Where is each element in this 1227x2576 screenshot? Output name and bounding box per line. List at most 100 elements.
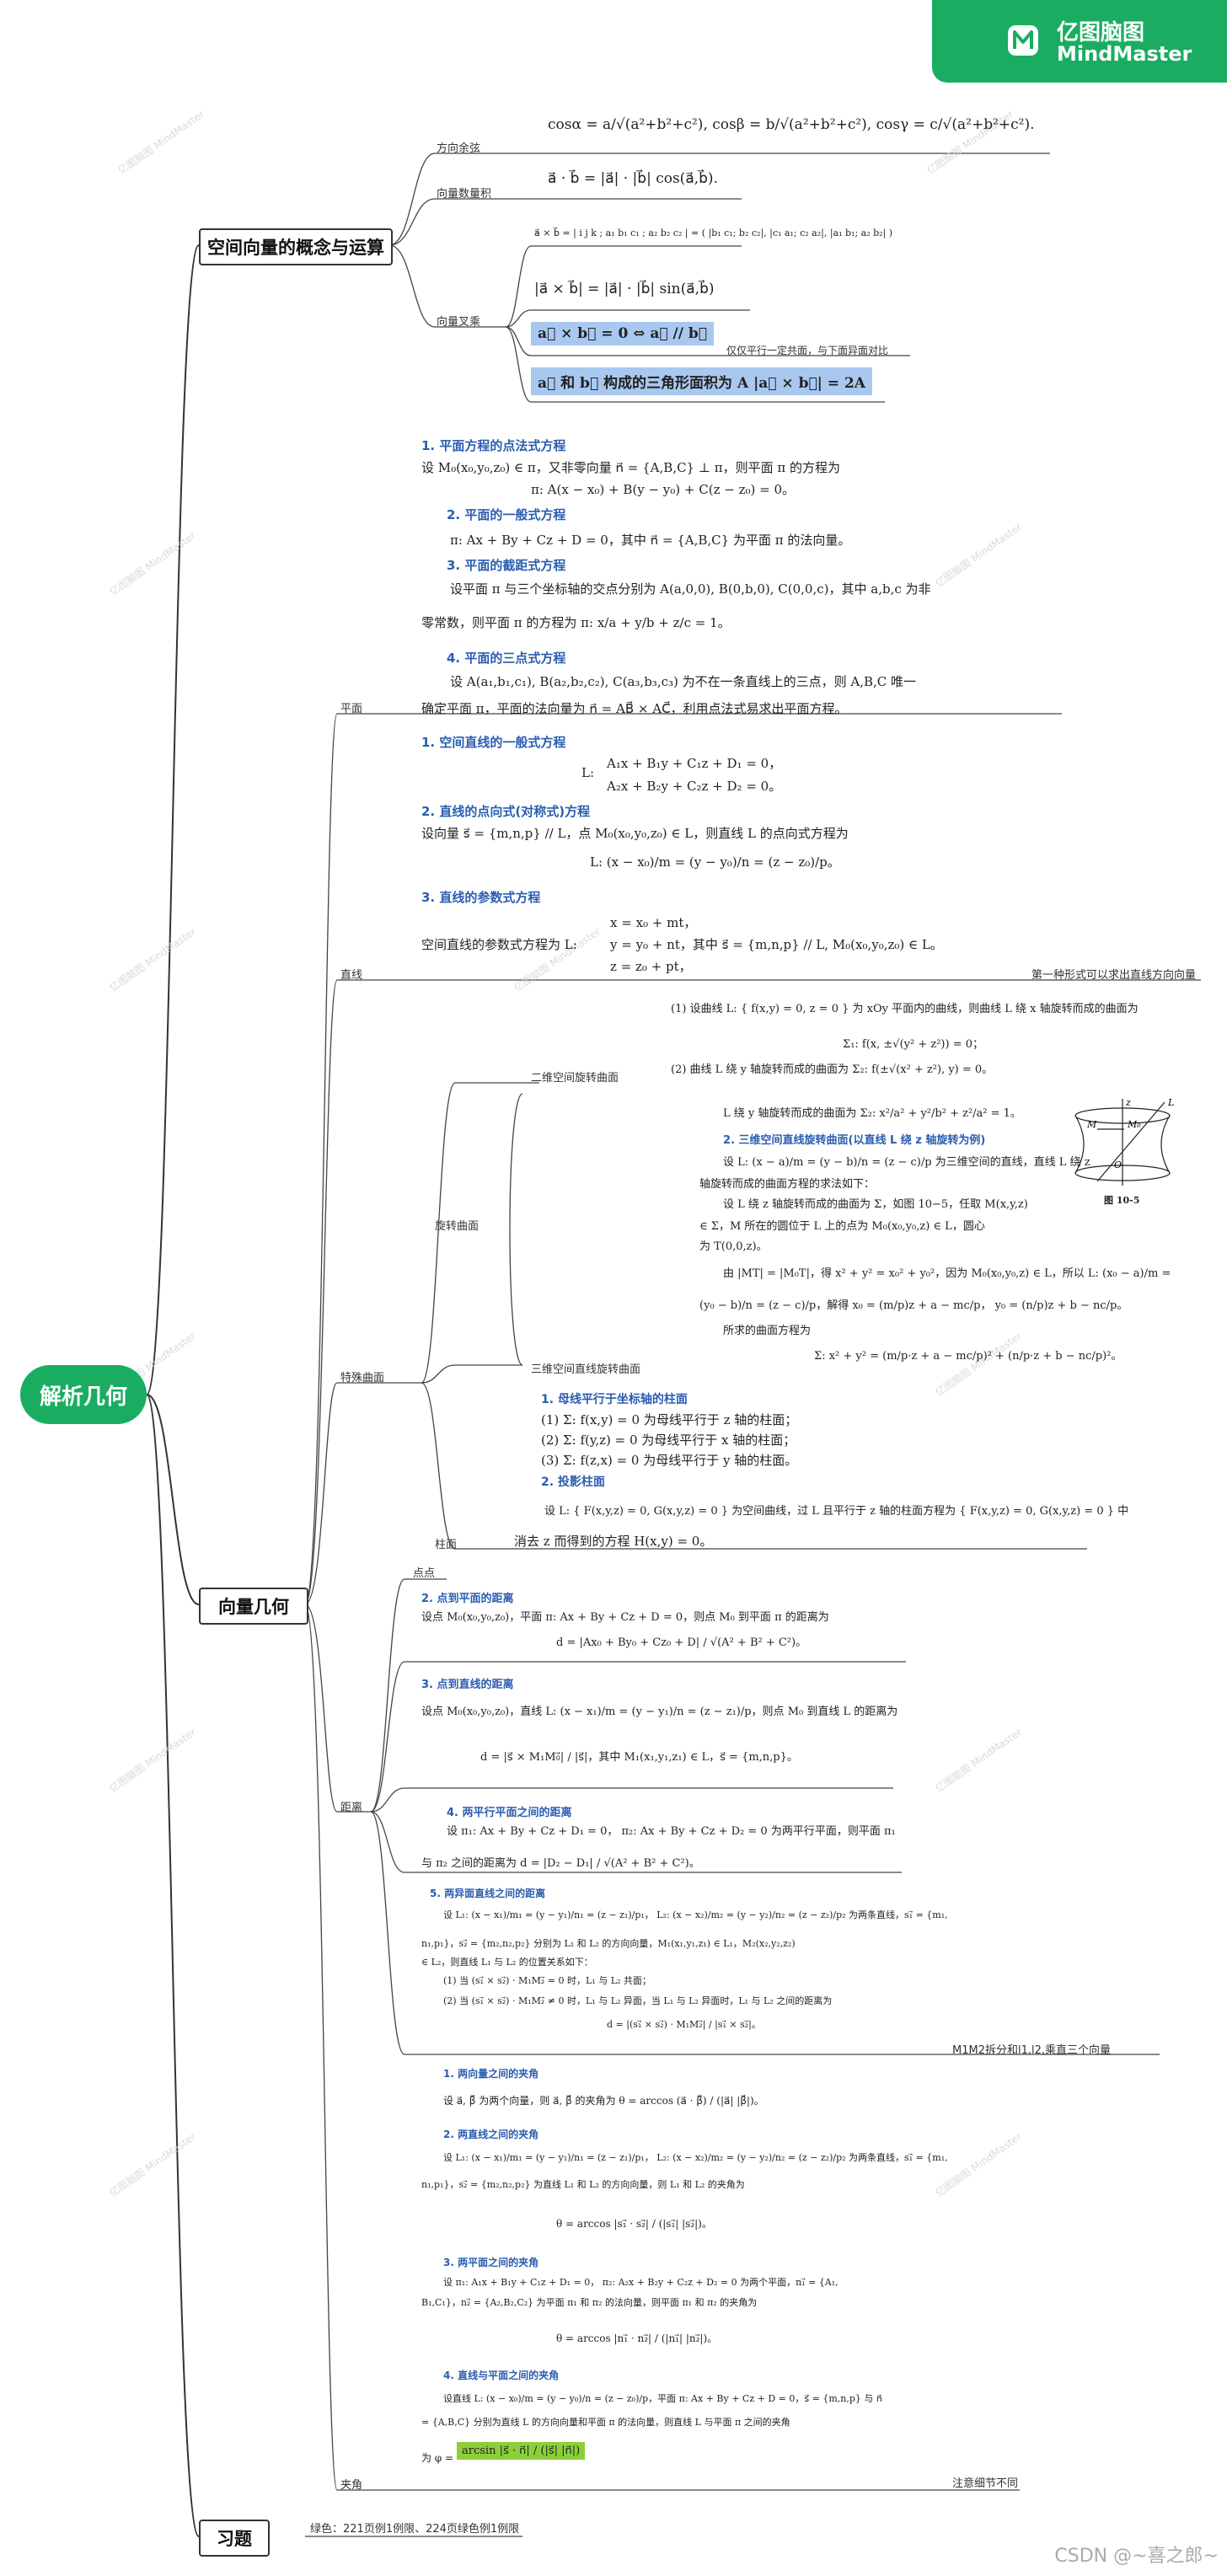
rot3d-text-4: ∈ Σ，M 所在的圆位于 L 上的点为 M₀(x₀,y₀,z) ∈ L，圆心 [699,1217,985,1233]
dist-text-4b: 与 π₂ 之间的距离为 d = |D₂ − D₁| / √(A² + B² + … [421,1854,700,1870]
cyl-text-4: 设 L: { F(x,y,z) = 0, G(x,y,z) = 0 } 为空间曲… [544,1502,1128,1518]
distance-point-point[interactable]: 点点 [413,1564,435,1580]
angle-text-2b: n₁,p₁}，s₂⃗ = {m₂,n₂,p₂} 为直线 L₁ 和 L₂ 的方向向… [421,2177,745,2191]
subtopic-cylinder[interactable]: 柱面 [435,1535,457,1551]
plane-text-2: π: Ax + By + Cz + D = 0，其中 n⃗ = {A,B,C} … [450,531,850,549]
line-heading-2: 2. 直线的点向式(对称式)方程 [421,802,590,820]
brand-banner: 亿图脑图 MindMaster [932,0,1227,83]
cyl-text-1: (1) Σ: f(x,y) = 0 为母线平行于 z 轴的柱面； [541,1411,797,1428]
plane-text-4a: 设 A(a₁,b₁,c₁), B(a₂,b₂,c₂), C(a₃,b₃,c₃) … [450,672,916,690]
footer-credit: CSDN @~喜之郎~ [1054,2541,1219,2568]
rot-text-1b: Σ₁: f(x, ±√(y² + z²)) = 0； [843,1035,983,1051]
distance-note: M1M2拆分和l1,l2,乘直三个向量 [952,2041,1111,2057]
plane-text-3b: 零常数，则平面 π 的方程为 π: x/a + y/b + z/c = 1。 [421,613,731,631]
brand-name-en: MindMaster [1057,42,1192,66]
rot-text-1a: (1) 设曲线 L: { f(x,y) = 0, z = 0 } 为 xOy 平… [671,999,1139,1015]
cross-zero-note: 仅仅平行一定共面，与下面异面对比 [726,343,888,357]
dist-heading-2: 2. 点到平面的距离 [421,1589,514,1605]
formula-cross-determinant: a⃗ × b⃗ = | i j k ; a₁ b₁ c₁ ; a₂ b₂ c₂ … [534,228,892,238]
formula-cross-norm: |a⃗ × b⃗| = |a⃗| · |b⃗| sin(a⃗,b⃗) [534,281,715,297]
rot3d-text-8: 所求的曲面方程为 [723,1321,811,1337]
subtopic-rotation-surface[interactable]: 旋转曲面 [435,1217,479,1233]
rot-text-1c: (2) 曲线 L 绕 y 轴旋转而成的曲面为 Σ₂: f(±√(x² + z²)… [671,1060,993,1076]
plane-text-3a: 设平面 π 与三个坐标轴的交点分别为 A(a,0,0), B(0,b,0), C… [450,580,931,597]
dist-text-5a: 设 L₁: (x − x₁)/m₁ = (y − y₁)/n₁ = (z − z… [443,1908,948,1921]
cyl-heading-1: 1. 母线平行于坐标轴的柱面 [541,1390,688,1407]
subtopic-plane[interactable]: 平面 [340,699,362,715]
subtopic-line[interactable]: 直线 [340,966,362,982]
line-text-1b: A₂x + B₂y + C₂z + D₂ = 0。 [607,777,781,795]
figure-caption: 图 10-5 [1104,1193,1139,1207]
subtopic-angle[interactable]: 夹角 [340,2476,362,2492]
formula-dot-product: a⃗ · b⃗ = |a⃗| · |b⃗| cos(a⃗,b⃗). [548,170,718,187]
subtopic-direction-cosine[interactable]: 方向余弦 [437,139,480,155]
rot3d-text-7: (y₀ − b)/n = (z − c)/p，解得 x₀ = (m/p)z + … [699,1296,1128,1312]
mindmaster-logo-icon [1006,24,1040,57]
rot3d-text-6: 由 |MT| = |M₀T|，得 x² + y² = x₀² + y₀²，因为 … [723,1264,1171,1280]
topic-exercises[interactable]: 习题 [199,2520,270,2557]
angle-text-4b: = {A,B,C} 分别为直线 L 的方向向量和平面 π 的法向量，则直线 L … [421,2415,790,2429]
plane-text-1b: π: A(x − x₀) + B(y − y₀) + C(z − z₀) = 0… [531,480,795,498]
angle-heading-4: 4. 直线与平面之间的夹角 [443,2368,559,2382]
rot3d-text-1: 设 L: (x − a)/m = (y − b)/n = (z − c)/p 为… [723,1153,1090,1169]
dist-text-5f: d = |(s₁⃗ × s₂⃗) · M₁M₂⃗| / |s₁⃗ × s₂⃗|。 [607,2017,761,2031]
dist-heading-4: 4. 两平行平面之间的距离 [447,1803,572,1819]
angle-text-2c: θ = arccos |s₁⃗ · s₂⃗| / (|s₁⃗| |s₂⃗|)。 [556,2216,712,2231]
dist-text-5e: (2) 当 (s₁⃗ × s₂⃗) · M₁M₂⃗ ≠ 0 时，L₁ 与 L₂ … [443,1994,832,2007]
angle-text-2a: 设 L₁: (x − x₁)/m₁ = (y − y₁)/n₁ = (z − z… [443,2150,948,2164]
cyl-text-5: 消去 z 而得到的方程 H(x,y) = 0。 [514,1532,712,1550]
angle-heading-1: 1. 两向量之间的夹角 [443,2066,538,2081]
subtopic-special-surfaces[interactable]: 特殊曲面 [340,1368,384,1384]
angle-formula-highlight: arcsin |s⃗ · n⃗| / (|s⃗| |n⃗|) [457,2442,585,2460]
subtopic-rotation-3d[interactable]: 三维空间直线旋转曲面 [531,1360,640,1376]
line-label-L: L: [581,765,594,780]
fig-label: M [1086,1119,1097,1130]
cyl-text-3: (3) Σ: f(z,x) = 0 为母线平行于 y 轴的柱面。 [541,1451,797,1469]
line-text-2b: L: (x − x₀)/m = (y − y₀)/n = (z − z₀)/p。 [590,853,840,870]
root-topic[interactable]: 解析几何 [20,1365,147,1424]
dist-text-4a: 设 π₁: Ax + By + Cz + D₁ = 0， π₂: Ax + By… [447,1822,896,1838]
angle-text-1: 设 a⃗, β⃗ 为两个向量，则 a⃗, β⃗ 的夹角为 θ = arccos … [443,2093,764,2107]
angle-text-4a: 设直线 L: (x − x₀)/m = (y − y₀)/n = (z − z₀… [443,2391,882,2405]
topic-vector-concepts[interactable]: 空间向量的概念与运算 [199,228,393,265]
angle-text-3b: B₁,C₁}，n₂⃗ = {A₂,B₂,C₂} 为平面 π₁ 和 π₂ 的法向量… [421,2295,757,2309]
exercise-note: 绿色：221页例1例限、224页绿色例1例限 [310,2520,519,2536]
dist-text-2a: 设点 M₀(x₀,y₀,z₀)，平面 π: Ax + By + Cz + D =… [421,1608,829,1624]
angle-note: 注意细节不同 [952,2474,1018,2490]
line-heading-3: 3. 直线的参数式方程 [421,888,540,906]
subtopic-cross-product[interactable]: 向量叉乘 [437,313,480,329]
line-label-param: 空间直线的参数式方程为 L: [421,935,577,953]
subtopic-dot-product[interactable]: 向量数量积 [437,185,491,201]
plane-text-1a: 设 M₀(x₀,y₀,z₀) ∈ π，又非零向量 n⃗ = {A,B,C} ⊥ … [421,458,840,476]
line-text-2a: 设向量 s⃗ = {m,n,p} // L，点 M₀(x₀,y₀,z₀) ∈ L… [421,824,849,842]
dist-text-2b: d = |Ax₀ + By₀ + Cz₀ + D| / √(A² + B² + … [556,1633,806,1649]
dist-text-5c: ∈ L₂，则直线 L₁ 与 L₂ 的位置关系如下： [421,1955,593,1968]
rot-example: L 绕 y 轴旋转而成的曲面为 Σ₂: x²/a² + y²/b² + z²/a… [723,1104,1021,1120]
plane-heading-1: 1. 平面方程的点法式方程 [421,436,565,454]
fig-label: L [1167,1097,1174,1108]
line-text-3b: y = y₀ + nt，其中 s⃗ = {m,n,p} // L, M₀(x₀,… [610,935,943,953]
topic-vector-geometry[interactable]: 向量几何 [199,1588,308,1625]
angle-text-3a: 设 π₁: A₁x + B₁y + C₁z + D₁ = 0， π₂: A₂x … [443,2275,839,2289]
dist-text-3a: 设点 M₀(x₀,y₀,z₀)，直线 L: (x − x₁)/m = (y − … [421,1702,897,1718]
rot3d-text-9: Σ: x² + y² = (m/p·z + a − mc/p)² + (n/p·… [814,1347,1122,1363]
formula-cross-area: a⃗ 和 b⃗ 构成的三角形面积为 A |a⃗ × b⃗| = 2A [531,367,872,395]
fig-label: z [1125,1097,1131,1108]
fig-label: O [1114,1159,1122,1170]
subtopic-rotation-2d[interactable]: 二维空间旋转曲面 [531,1068,619,1084]
dist-heading-3: 3. 点到直线的距离 [421,1675,514,1691]
dist-text-3b: d = |s⃗ × M₁M₀⃗| / |s⃗|，其中 M₁(x₁,y₁,z₁) … [480,1748,798,1764]
subtopic-distance[interactable]: 距离 [340,1798,362,1814]
rot3d-text-2: 轴旋转而成的曲面方程的求法如下： [699,1175,875,1191]
line-text-3c: z = z₀ + pt， [610,957,692,975]
formula-direction-cosine: cosα = a/√(a²+b²+c²), cosβ = b/√(a²+b²+c… [548,116,1035,133]
dist-text-5d: (1) 当 (s₁⃗ × s₂⃗) · M₁M₂⃗ = 0 时，L₁ 与 L₂ … [443,1974,651,1987]
rot3d-text-5: 为 T(0,0,z)。 [699,1237,768,1253]
angle-text-3c: θ = arccos |n₁⃗ · n₂⃗| / (|n₁⃗| |n₂⃗|)。 [556,2331,717,2345]
angle-heading-2: 2. 两直线之间的夹角 [443,2127,538,2141]
dist-text-5b: n₁,p₁}，s₂⃗ = {m₂,n₂,p₂} 分别为 L₁ 和 L₂ 的方向向… [421,1936,796,1950]
plane-heading-2: 2. 平面的一般式方程 [447,506,565,523]
line-text-1a: A₁x + B₁y + C₁z + D₁ = 0， [607,754,781,772]
cyl-text-2: (2) Σ: f(y,z) = 0 为母线平行于 x 轴的柱面； [541,1431,796,1449]
plane-heading-4: 4. 平面的三点式方程 [447,649,565,667]
